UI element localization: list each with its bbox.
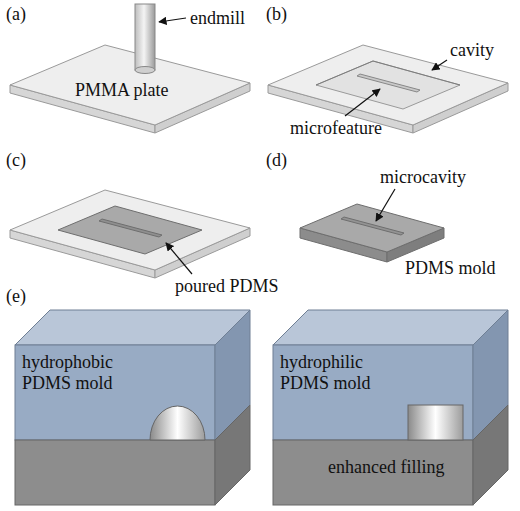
hydrophobic-block xyxy=(15,310,250,505)
panel-letter: (d) xyxy=(266,150,287,171)
part-label: PMMA plate xyxy=(75,80,169,101)
leader-line xyxy=(376,189,395,221)
leader-line xyxy=(166,243,192,274)
pdms-mold xyxy=(300,204,444,262)
leader-line xyxy=(159,18,186,22)
endmill xyxy=(135,4,155,74)
part-label: microfeature xyxy=(290,118,382,139)
part-label: hydrophilic PDMS mold xyxy=(280,352,398,394)
part-label: PDMS mold xyxy=(405,258,496,279)
part-label: microcavity xyxy=(380,167,466,188)
part-label: hydrophobic PDMS mold xyxy=(22,352,140,394)
part-label: enhanced filling xyxy=(328,457,444,478)
pmma-plate xyxy=(10,45,250,133)
panel-letter: (b) xyxy=(266,4,287,25)
panel-letter: (c) xyxy=(6,150,26,171)
part-label: cavity xyxy=(450,40,494,61)
part-label: endmill xyxy=(190,8,245,29)
part-label: poured PDMS xyxy=(175,276,279,297)
panel-letter: (a) xyxy=(6,4,26,25)
leader-line xyxy=(345,89,380,116)
pmma-plate-poured xyxy=(10,190,250,278)
hydrophilic-block xyxy=(273,310,508,505)
leader-line xyxy=(432,60,447,70)
panel-letter: (e) xyxy=(6,286,26,307)
